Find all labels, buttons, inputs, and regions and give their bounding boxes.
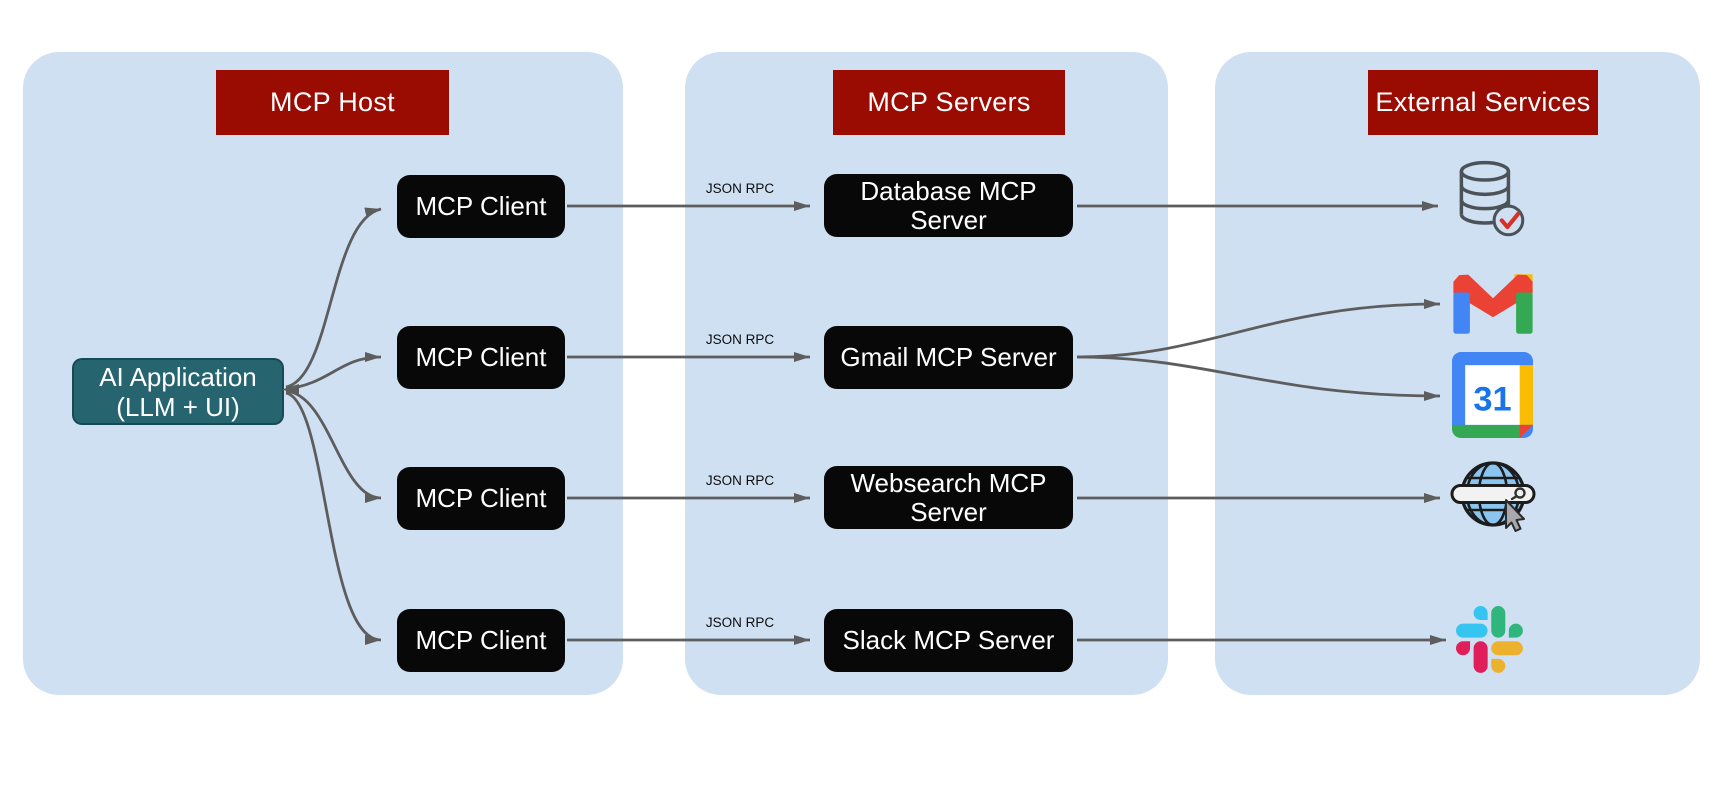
- header-mcp-host-label: MCP Host: [270, 87, 395, 117]
- header-mcp-servers: MCP Servers: [833, 70, 1065, 135]
- red-checkmark: [1499, 211, 1521, 230]
- mcp-client-label: MCP Client: [415, 483, 547, 513]
- websearch-mcp-server-node: Websearch MCP Server: [824, 466, 1073, 529]
- header-external-services: External Services: [1368, 70, 1598, 135]
- ai-application-node: AI Application (LLM + UI): [72, 358, 284, 425]
- ai-application-title: AI Application: [99, 361, 257, 392]
- magnifier-glyph: [1514, 487, 1526, 499]
- mcp-client-node-3: MCP Client: [397, 467, 565, 530]
- server-label: Slack MCP Server: [842, 625, 1055, 655]
- mcp-client-label: MCP Client: [415, 191, 547, 221]
- ai-application-subtitle: (LLM + UI): [116, 391, 240, 422]
- gmail-mcp-server-node: Gmail MCP Server: [824, 326, 1073, 389]
- server-label: Database MCP Server: [860, 175, 1037, 235]
- database-check-icon: [1459, 160, 1525, 237]
- web-search-icon: [1450, 461, 1536, 532]
- mcp-client-label: MCP Client: [415, 342, 547, 372]
- google-calendar-icon: 31: [1452, 352, 1533, 438]
- mcp-client-label: MCP Client: [415, 625, 547, 655]
- slack-icon: [1456, 606, 1523, 673]
- mcp-client-node-1: MCP Client: [397, 175, 565, 238]
- json-rpc-label-3: JSON RPC: [705, 473, 775, 488]
- cursor-arrow: [1505, 499, 1525, 532]
- json-rpc-label-4: JSON RPC: [705, 615, 775, 630]
- calendar-day-text: 31: [1473, 381, 1511, 419]
- server-label: Gmail MCP Server: [840, 342, 1057, 372]
- header-external-services-label: External Services: [1375, 87, 1591, 117]
- mcp-client-node-4: MCP Client: [397, 609, 565, 672]
- mcp-client-node-2: MCP Client: [397, 326, 565, 389]
- json-rpc-label-2: JSON RPC: [705, 332, 775, 347]
- slack-mcp-server-node: Slack MCP Server: [824, 609, 1073, 672]
- gmail-icon: [1453, 274, 1533, 334]
- header-mcp-host: MCP Host: [216, 70, 449, 135]
- header-mcp-servers-label: MCP Servers: [867, 87, 1031, 117]
- json-rpc-label-1: JSON RPC: [705, 181, 775, 196]
- server-label: Websearch MCP Server: [850, 467, 1047, 527]
- database-mcp-server-node: Database MCP Server: [824, 174, 1073, 237]
